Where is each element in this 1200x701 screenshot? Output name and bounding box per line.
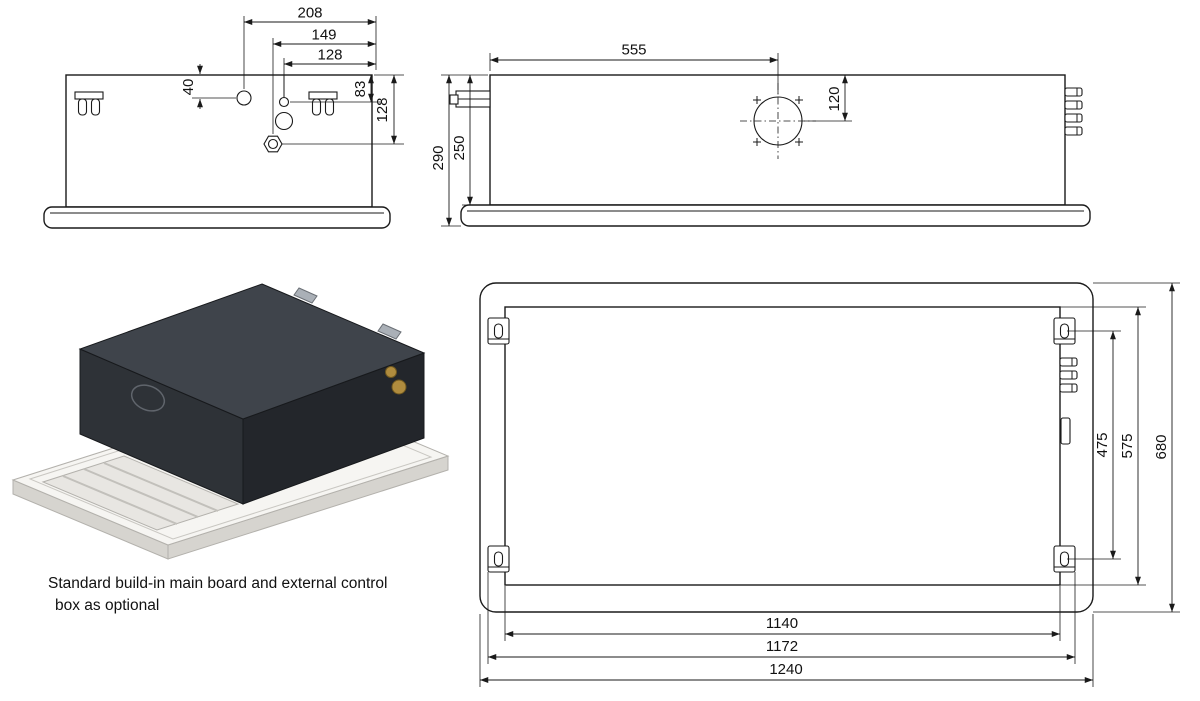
dimension-label: 208	[297, 5, 322, 22]
dimension-label: 475	[1094, 432, 1111, 457]
dim-plan-1140: 1140	[504, 586, 1061, 641]
side-connection-stubs	[1064, 87, 1083, 136]
front-panel-outline	[43, 206, 391, 229]
dimension-label: 1172	[766, 638, 798, 655]
dim-side-290: 290	[430, 74, 488, 227]
dim-front-128-top: 128	[283, 47, 377, 75]
front-view: 208 149 128 40 83	[43, 5, 404, 229]
refrigerant-fitting-small	[385, 366, 397, 378]
grille-louver-line	[103, 462, 219, 512]
dimension-label: 575	[1119, 433, 1136, 458]
dim-plan-575: 575	[1060, 306, 1146, 586]
plan-unit-body-outline	[504, 306, 1061, 586]
dim-plan-475: 475	[1067, 330, 1121, 560]
dimension-label: 1140	[766, 615, 798, 632]
connection-stub	[1064, 100, 1083, 110]
side-hanger-bracket	[449, 90, 491, 108]
dim-side-555: 555	[489, 42, 779, 94]
isometric-view	[11, 283, 450, 560]
dim-front-149: 149	[272, 27, 377, 134]
dimension-label: 1240	[769, 661, 802, 678]
dimension-label: 128	[317, 47, 342, 64]
dimension-label: 250	[451, 135, 468, 160]
top-hanger-tab	[293, 287, 318, 304]
side-view: 555 120 290 250	[430, 42, 1091, 227]
drain-nut-hole	[267, 138, 279, 150]
grille-louver-line	[83, 468, 199, 518]
connection-tab	[1060, 417, 1071, 445]
connection-stub	[1064, 87, 1083, 97]
pipe-connection-large	[274, 111, 294, 131]
dim-side-120: 120	[804, 74, 852, 122]
dim-front-128-right: 128	[282, 74, 404, 145]
dimension-label: 120	[826, 86, 843, 111]
connection-stub	[1059, 357, 1078, 367]
connection-stub	[1064, 126, 1083, 136]
grille-louver-line	[62, 475, 178, 525]
note-line-1: Standard build-in main board and externa…	[48, 575, 388, 592]
refrigerant-fitting-large	[391, 379, 407, 395]
dim-front-40: 40	[180, 64, 236, 109]
top-hanger-tab	[377, 323, 402, 340]
connection-stub	[1059, 370, 1078, 380]
dimension-label: 83	[352, 81, 369, 98]
front-mounting-hole	[236, 90, 252, 106]
dimension-label: 290	[430, 145, 447, 170]
dim-side-250: 250	[451, 74, 489, 206]
pipe-connection-small	[278, 96, 290, 108]
dimension-label: 40	[180, 79, 197, 96]
note-line-2: box as optional	[55, 597, 159, 614]
dimension-label: 680	[1153, 434, 1170, 459]
plan-connection-stubs	[1059, 357, 1078, 445]
dim-front-208: 208	[243, 5, 377, 89]
dim-plan-1240: 1240	[479, 614, 1094, 687]
connection-stub	[1064, 113, 1083, 123]
plan-hanger-bracket-top-left	[487, 317, 510, 345]
dimension-label: 149	[311, 27, 336, 44]
dimension-label: 555	[621, 42, 646, 59]
body-top-face	[78, 283, 426, 420]
note: Standard build-in main board and externa…	[48, 575, 388, 614]
dim-front-83: 83	[290, 74, 404, 103]
dim-plan-1172: 1172	[487, 572, 1076, 664]
dim-plan-680: 680	[1093, 282, 1180, 613]
side-knockout-circle	[130, 384, 166, 412]
plan-hanger-bracket-bottom-left	[487, 545, 510, 573]
dimension-label: 128	[374, 97, 391, 122]
plan-view: 475 575 680 1140 1172	[479, 282, 1180, 687]
connection-stub	[1059, 383, 1078, 393]
side-panel-outline	[460, 204, 1091, 227]
